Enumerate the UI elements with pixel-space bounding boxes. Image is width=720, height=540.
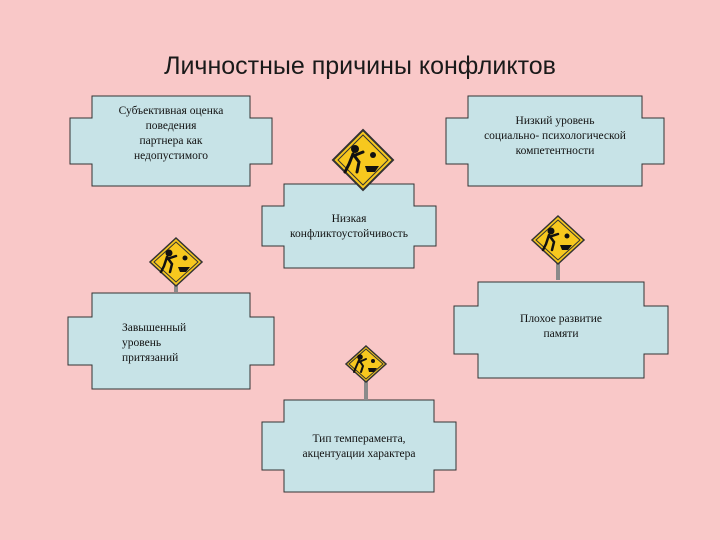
box-high-claims: Завышенный уровень притязаний bbox=[67, 292, 275, 390]
box-subjective-assessment: Субъективная оценка поведения партнера к… bbox=[69, 95, 273, 187]
roadwork-sign-icon bbox=[530, 214, 586, 280]
box-text: Завышенный уровень притязаний bbox=[122, 321, 187, 364]
box-temperament: Тип темперамента, акцентуации характера bbox=[261, 399, 457, 493]
box-poor-memory: Плохое развитие памяти bbox=[453, 281, 669, 379]
box-text: Низкий уровень социально- психологическо… bbox=[484, 115, 626, 157]
roadwork-sign-icon bbox=[344, 344, 388, 400]
box-text: Тип темперамента, акцентуации характера bbox=[302, 433, 416, 460]
box-text: Низкая конфликтоустойчивость bbox=[290, 213, 408, 240]
box-text: Субъективная оценка поведения партнера к… bbox=[118, 105, 224, 162]
box-low-social-competence: Низкий уровень социально- психологическо… bbox=[445, 95, 665, 187]
page-title: Личностные причины конфликтов bbox=[164, 52, 556, 80]
roadwork-sign-icon bbox=[331, 128, 395, 192]
box-low-conflict-resistance: Низкая конфликтоустойчивость bbox=[261, 183, 437, 269]
roadwork-sign-icon bbox=[148, 236, 204, 292]
box-text: Плохое развитие памяти bbox=[520, 313, 602, 340]
